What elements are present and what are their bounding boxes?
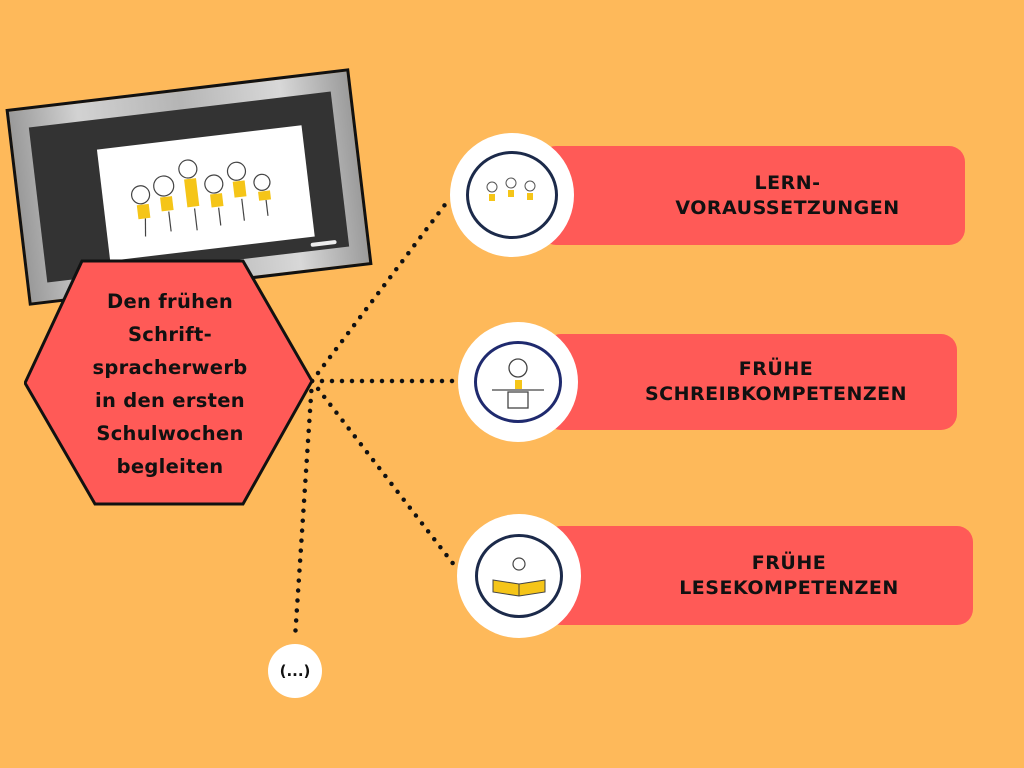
chalkboard-image [5,68,373,306]
chalk [310,239,337,247]
central-hexagon [24,259,314,506]
child-reading-book-icon [457,514,581,638]
connector-4 [292,378,315,641]
central-topic: Den frühen Schrift- spracherwerb in den … [92,290,248,478]
connector-1 [309,195,453,384]
connector-3 [309,378,461,573]
jumping-children-icon [450,133,574,257]
children-illustration [96,125,315,261]
branch-lernvoraussetzungen[interactable]: LERN-VORAUSSETZUNGEN [540,146,965,245]
more-topics-button[interactable]: (...) [268,644,322,698]
child-writing-icon [458,322,578,442]
